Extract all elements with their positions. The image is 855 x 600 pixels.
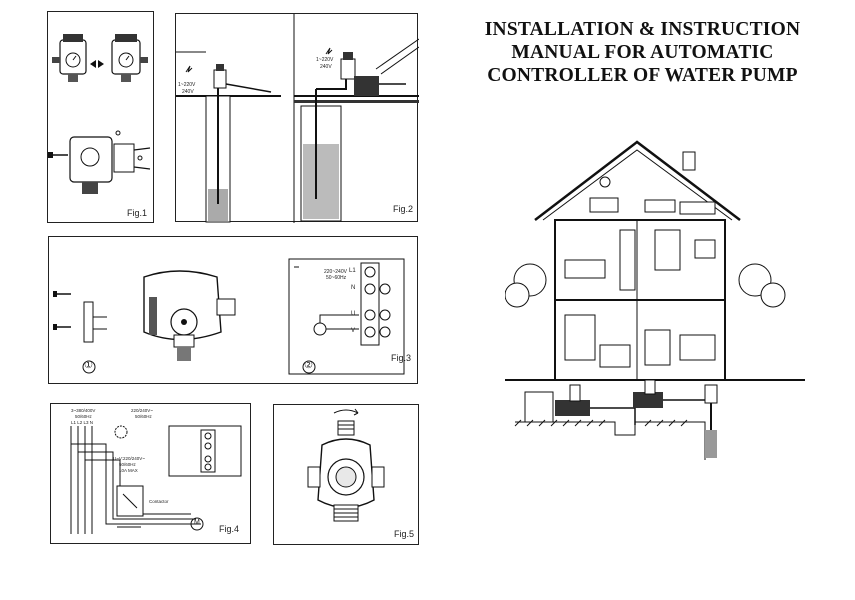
figure-1-panel: Fig.1 xyxy=(47,11,154,223)
fig2-voltage-right-2: 240V xyxy=(320,64,332,70)
fig3-terminal-v: V xyxy=(351,328,356,334)
fig3-supply-1: 220~240V xyxy=(324,269,347,275)
fig2-label: Fig.2 xyxy=(393,204,414,214)
fig4-ctrl-2: 50/60Hz xyxy=(119,462,136,467)
fig3-marker-1: ① xyxy=(84,360,93,371)
fig4-supply-lines: L1 L2 L3 N xyxy=(71,420,94,425)
figure-4-panel: 3~380/400V 50/60Hz L1 L2 L3 N 220/240V~ … xyxy=(50,403,251,544)
fig3-terminal-u: U xyxy=(351,311,356,317)
fig4-supply-3ph-2: 50/60Hz xyxy=(75,414,92,419)
fig3-terminal-l1: L1 xyxy=(349,268,356,274)
fig1-label: Fig.1 xyxy=(127,208,148,218)
manual-title: INSTALLATION & INSTRUCTION MANUAL FOR AU… xyxy=(470,18,815,87)
fig4-supply-1ph-1: 220/240V~ xyxy=(131,408,153,413)
fig4-supply-1ph-2: 50/60Hz xyxy=(135,414,152,419)
fig3-terminal-n: N xyxy=(351,285,356,291)
fig3-supply-2: 50~60Hz xyxy=(326,275,347,281)
figure-2-panel: 1~220V 240V 1~220V 240V Fig.2 xyxy=(175,13,419,223)
fig4-ctrl-3: 10A MAX xyxy=(119,468,138,473)
fig3-wiring-drawing xyxy=(53,258,405,375)
fig3-label: Fig.3 xyxy=(391,353,412,363)
fig1-controller-drawing xyxy=(48,34,151,194)
fig4-motor: M xyxy=(194,519,200,526)
fig2-installation-drawing xyxy=(176,14,419,223)
fig5-label: Fig.5 xyxy=(394,529,415,539)
manual-title-line-2: MANUAL FOR AUTOMATIC xyxy=(511,42,774,63)
fig4-contactor: Contactor xyxy=(149,499,169,504)
fig4-3phase-drawing xyxy=(70,425,242,534)
fig5-controller-drawing xyxy=(307,408,385,522)
fig4-supply-3ph-1: 3~380/400V xyxy=(71,408,96,413)
fig2-voltage-left-1: 1~220V xyxy=(178,82,196,88)
fig4-label: Fig.4 xyxy=(219,524,240,534)
manual-title-line-1: INSTALLATION & INSTRUCTION xyxy=(484,19,801,40)
fig4-ctrl-1: U~V:220/240V~ xyxy=(113,456,145,461)
fig3-marker-2: ② xyxy=(304,360,313,371)
fig2-voltage-left-2: 240V xyxy=(182,89,194,95)
house-cutaway-illustration xyxy=(505,140,805,460)
figure-5-panel: Fig.5 xyxy=(273,404,419,545)
figure-3-panel: ① ② 220~240V 50~60Hz L1 N U V Fig.3 xyxy=(48,236,418,384)
fig2-voltage-right-1: 1~220V xyxy=(316,57,334,63)
manual-title-line-3: CONTROLLER OF WATER PUMP xyxy=(487,65,798,86)
